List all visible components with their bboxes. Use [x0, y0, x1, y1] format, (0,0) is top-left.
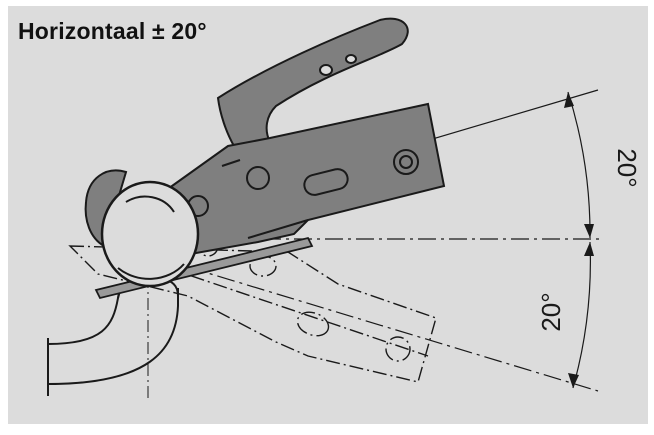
angle-label-lower: 20°: [536, 292, 566, 331]
angle-label-upper: 20°: [612, 148, 642, 187]
diagram-title: Horizontaal ± 20°: [18, 18, 207, 44]
diagram-panel: Horizontaal ± 20°: [8, 6, 648, 424]
coupling-drawing: 20° 20°: [47, 17, 642, 398]
coupling-upper-position: [84, 17, 446, 288]
svg-text:20°: 20°: [612, 148, 642, 187]
svg-text:20°: 20°: [536, 292, 566, 331]
